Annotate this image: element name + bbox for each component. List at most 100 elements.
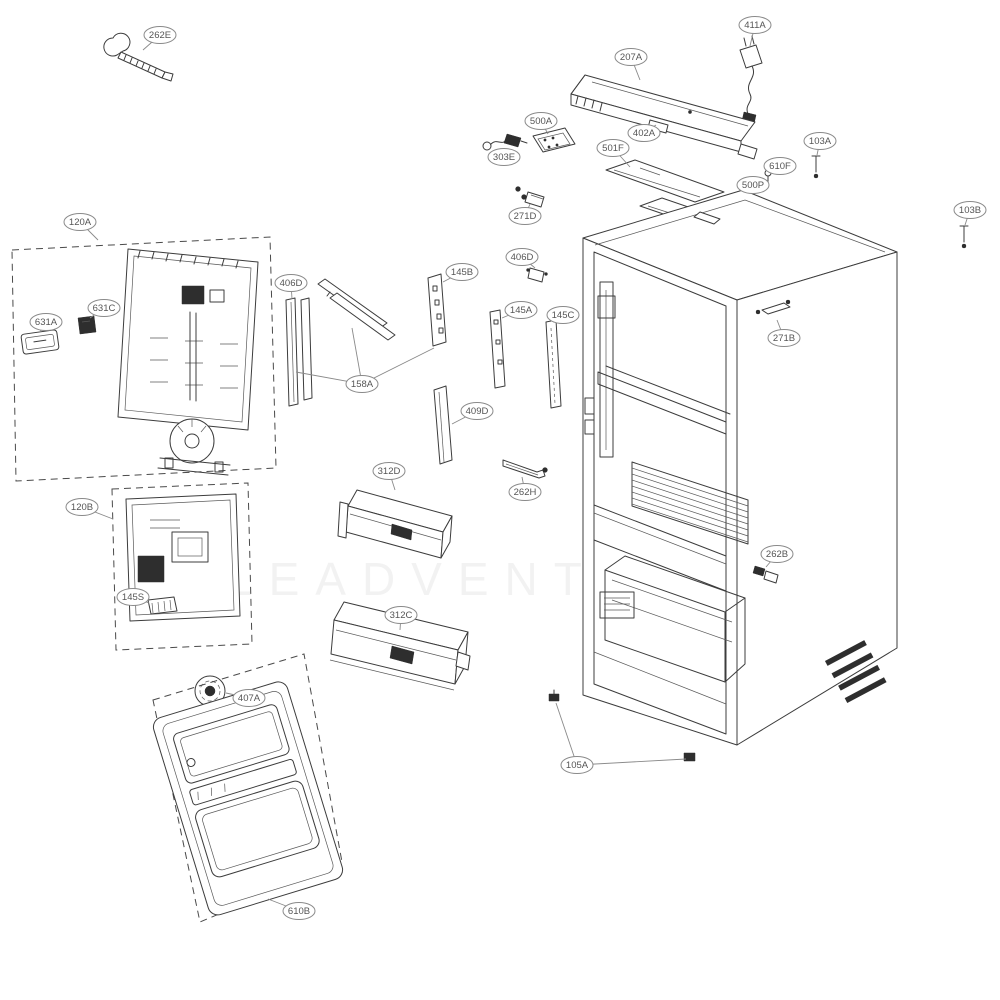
svg-text:500P: 500P xyxy=(742,180,764,191)
svg-text:145B: 145B xyxy=(451,267,473,278)
part-bracket-406d-right xyxy=(526,267,548,283)
svg-text:262H: 262H xyxy=(514,487,537,498)
callout-103B: 103B xyxy=(953,201,987,219)
part-foot-right xyxy=(683,752,696,762)
side-vent-slots xyxy=(824,640,887,703)
callout-158A: 158A xyxy=(345,375,379,393)
part-screw-103b xyxy=(959,225,969,249)
callout-610B: 610B xyxy=(282,902,316,920)
svg-text:103B: 103B xyxy=(959,205,981,216)
part-pcb-500a xyxy=(532,127,576,153)
svg-text:500A: 500A xyxy=(530,116,553,127)
svg-text:406D: 406D xyxy=(511,252,534,263)
part-cover-631a xyxy=(20,329,60,355)
svg-text:120B: 120B xyxy=(71,502,93,513)
svg-text:145A: 145A xyxy=(510,305,533,316)
callout-631C: 631C xyxy=(87,299,121,317)
part-wire-harness-303e xyxy=(482,133,528,151)
svg-text:207A: 207A xyxy=(620,52,643,63)
part-foot-left xyxy=(548,693,560,702)
part-strip-145b xyxy=(427,273,447,347)
callout-631A: 631A xyxy=(29,313,63,331)
svg-text:312D: 312D xyxy=(378,466,401,477)
callout-402A: 402A xyxy=(627,124,661,142)
svg-text:631C: 631C xyxy=(93,303,116,314)
part-cover-panel-501f xyxy=(605,159,725,203)
callout-303E: 303E xyxy=(487,148,521,166)
callout-145B: 145B xyxy=(445,263,479,281)
part-tray-312d xyxy=(337,489,453,559)
part-block-631c xyxy=(77,315,97,335)
part-wrench-262e xyxy=(103,32,174,82)
callout-145S: 145S xyxy=(116,588,150,606)
part-strip-145a xyxy=(489,309,506,389)
callout-312C: 312C xyxy=(384,606,418,624)
callout-406D: 406D xyxy=(274,274,308,292)
callout-407A: 407A xyxy=(232,689,266,707)
part-tray-312c xyxy=(329,601,471,691)
callout-207A: 207A xyxy=(614,48,648,66)
part-strip-409d xyxy=(433,385,453,465)
callout-145C: 145C xyxy=(546,306,580,324)
svg-text:411A: 411A xyxy=(744,20,766,31)
part-bracket-271b xyxy=(755,299,791,315)
svg-text:501F: 501F xyxy=(602,143,624,154)
callout-120A: 120A xyxy=(63,213,97,231)
svg-text:120A: 120A xyxy=(69,217,92,228)
callout-105A: 105A xyxy=(560,756,594,774)
svg-text:407A: 407A xyxy=(238,693,261,704)
svg-text:145C: 145C xyxy=(552,310,575,321)
callout-145A: 145A xyxy=(504,301,538,319)
callout-610F: 610F xyxy=(763,157,797,175)
svg-text:610B: 610B xyxy=(288,906,310,917)
callout-103A: 103A xyxy=(803,132,837,150)
svg-text:406D: 406D xyxy=(280,278,303,289)
part-rail-262h xyxy=(502,459,548,479)
assembly-evap-cover-120a xyxy=(11,236,277,482)
svg-text:402A: 402A xyxy=(633,128,656,139)
callout-layer: 262E 411A 207A 500A 402A 303E 501F 103A 610F 500P… xyxy=(29,16,987,920)
part-fan-motor-407a xyxy=(194,675,226,707)
callout-406D: 406D xyxy=(505,248,539,266)
leader-line xyxy=(351,327,363,385)
part-screw-103a xyxy=(811,155,821,179)
svg-text:145S: 145S xyxy=(122,592,144,603)
part-strip-145c xyxy=(545,319,562,409)
assembly-door-610b xyxy=(152,653,344,923)
svg-text:271D: 271D xyxy=(514,211,537,222)
svg-text:303E: 303E xyxy=(493,152,515,163)
part-262b xyxy=(752,565,779,584)
callout-500P: 500P xyxy=(736,176,770,194)
callout-271B: 271B xyxy=(767,329,801,347)
svg-text:105A: 105A xyxy=(566,760,589,771)
callout-500A: 500A xyxy=(524,112,558,130)
callout-120B: 120B xyxy=(65,498,99,516)
svg-text:271B: 271B xyxy=(773,333,795,344)
svg-text:103A: 103A xyxy=(809,136,832,147)
callout-262H: 262H xyxy=(508,483,542,501)
svg-text:631A: 631A xyxy=(35,317,58,328)
leader-line xyxy=(555,702,578,766)
assembly-panel-120b xyxy=(111,482,253,651)
part-bracket-271d xyxy=(515,186,545,208)
callout-262E: 262E xyxy=(143,26,177,44)
part-grille-145s xyxy=(147,596,178,615)
svg-text:262E: 262E xyxy=(149,30,171,41)
callout-409D: 409D xyxy=(460,402,494,420)
callout-262B: 262B xyxy=(760,545,794,563)
callout-312D: 312D xyxy=(372,462,406,480)
callout-501F: 501F xyxy=(596,139,630,157)
part-strips-406d-158a xyxy=(285,278,396,407)
svg-text:158A: 158A xyxy=(351,379,374,390)
svg-text:610F: 610F xyxy=(769,161,791,172)
part-power-cord-411a xyxy=(739,35,763,125)
svg-text:409D: 409D xyxy=(466,406,489,417)
leader-line xyxy=(576,758,687,766)
part-top-cover-207a xyxy=(570,74,758,160)
svg-text:312C: 312C xyxy=(390,610,413,621)
callout-271D: 271D xyxy=(508,207,542,225)
callout-411A: 411A xyxy=(738,16,772,34)
svg-text:262B: 262B xyxy=(766,549,788,560)
